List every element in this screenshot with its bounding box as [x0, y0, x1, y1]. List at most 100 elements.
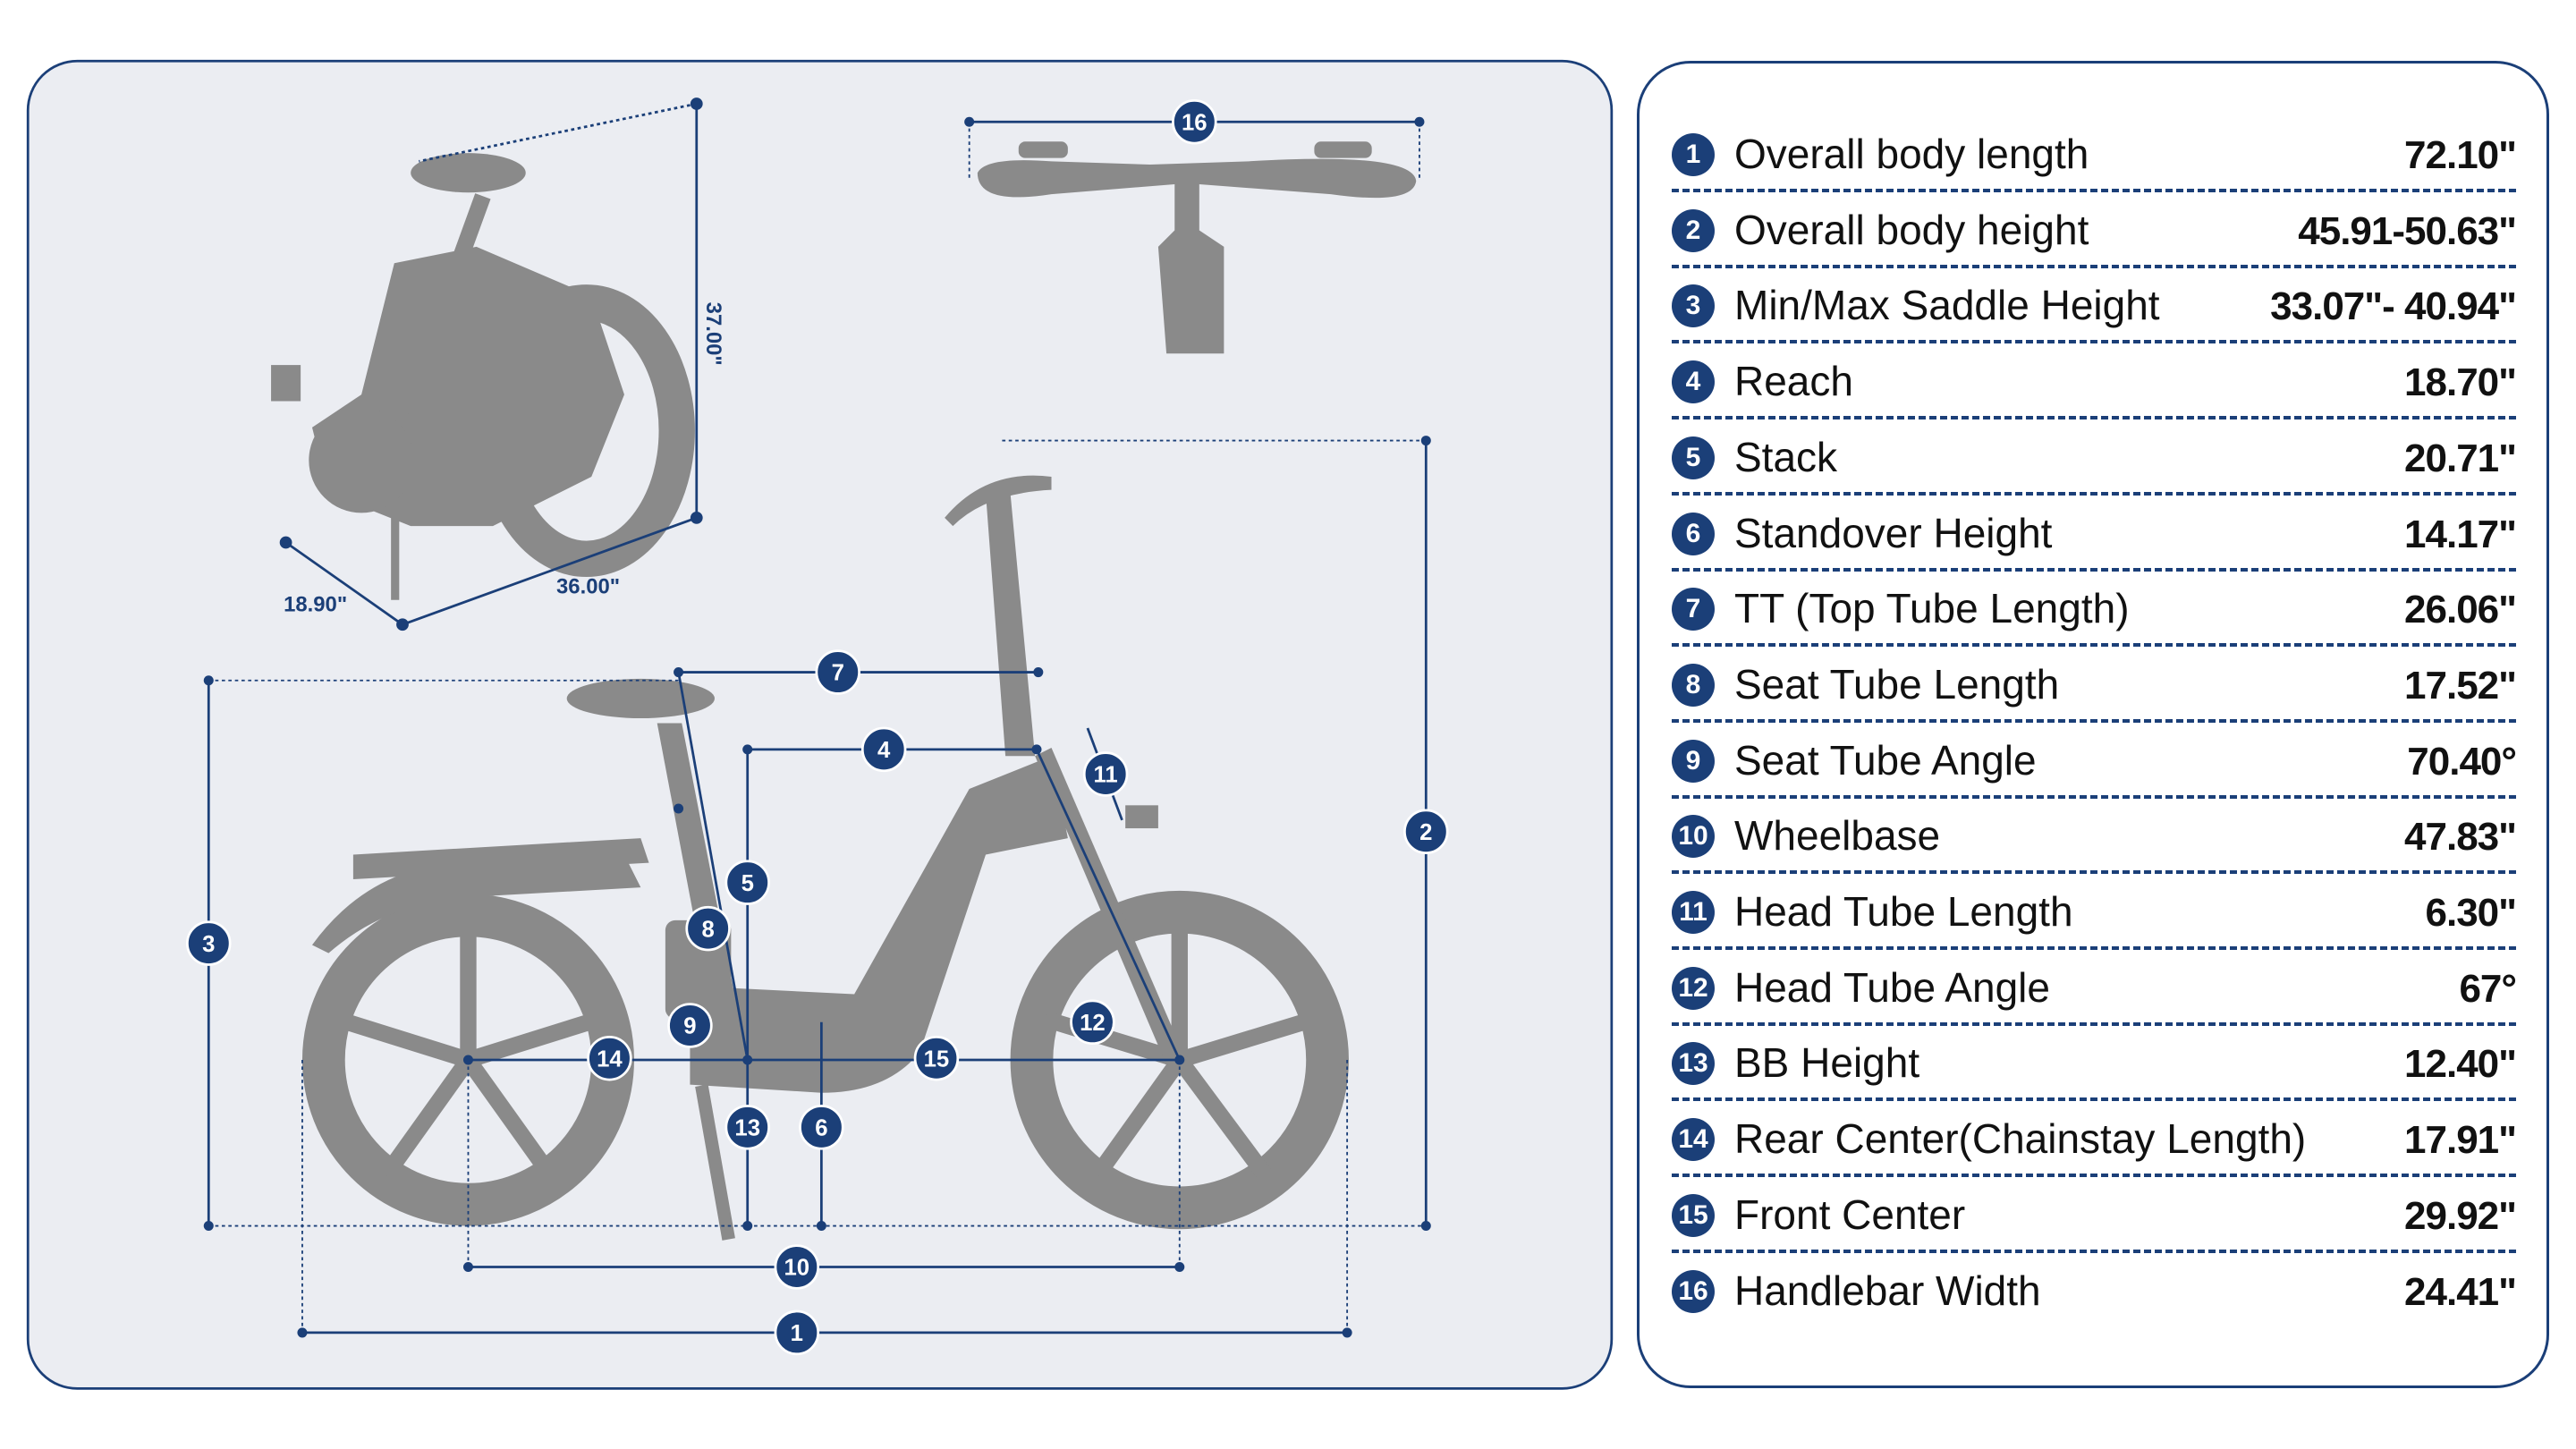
marker-number: 14: [597, 1046, 623, 1072]
marker-circle: [815, 649, 860, 695]
spec-value: 47.83": [2404, 815, 2517, 860]
spec-value: 17.91": [2404, 1118, 2517, 1163]
spec-number-badge: 13: [1672, 1042, 1715, 1086]
dimension-marker-8: 8: [685, 905, 731, 952]
spec-value: 18.70": [2404, 360, 2517, 405]
marker-circle: [774, 1244, 820, 1290]
dimension-marker-9: 9: [667, 1003, 713, 1048]
spec-label: Front Center: [1734, 1191, 1966, 1238]
spec-row: 15 Front Center 29.92": [1672, 1178, 2517, 1253]
spec-row: 3 Min/Max Saddle Height 33.07"- 40.94": [1672, 268, 2517, 344]
marker-circle: [724, 1105, 770, 1150]
spec-number-badge: 10: [1672, 815, 1715, 859]
dimension-marker-16: 16: [1172, 99, 1217, 145]
spec-row: 2 Overall body height 45.91-50.63": [1672, 193, 2517, 268]
marker-circle: [1082, 751, 1129, 797]
spec-value: 20.71": [2404, 436, 2517, 480]
marker-number: 10: [784, 1256, 810, 1281]
spec-label: Wheelbase: [1734, 812, 1941, 860]
marker-number: 5: [741, 871, 754, 896]
folded-height-label: 37.00": [701, 302, 725, 366]
spec-label: Overall body height: [1734, 206, 2089, 253]
spec-value: 6.30": [2425, 891, 2517, 935]
marker-number: 3: [202, 932, 215, 957]
dimension-marker-14: 14: [587, 1035, 632, 1081]
spec-number-badge: 3: [1672, 284, 1715, 328]
marker-circle: [186, 920, 232, 966]
folded-width-label: 18.90": [284, 593, 347, 617]
spec-number-badge: 12: [1672, 966, 1715, 1010]
diagram-panel: [26, 59, 1614, 1390]
spec-number-badge: 9: [1672, 739, 1715, 783]
dimension-marker-3: 3: [186, 920, 232, 966]
marker-circle: [774, 1309, 820, 1356]
spec-number-badge: 8: [1672, 663, 1715, 707]
spec-label: Standover Height: [1734, 509, 2053, 556]
spec-value: 26.06": [2404, 588, 2517, 632]
dimension-marker-10: 10: [774, 1244, 820, 1290]
dimension-marker-4: 4: [860, 726, 907, 773]
spec-number-badge: 2: [1672, 208, 1715, 252]
marker-number: 12: [1080, 1011, 1106, 1036]
spec-value: 70.40°: [2407, 739, 2517, 784]
spec-label: Min/Max Saddle Height: [1734, 282, 2160, 329]
spec-label: Head Tube Angle: [1734, 963, 2050, 1011]
marker-number: 4: [877, 738, 891, 763]
dimension-marker-11: 11: [1082, 751, 1129, 797]
marker-number: 9: [683, 1014, 696, 1039]
spec-number-badge: 1: [1672, 133, 1715, 176]
folded-dimensions: [279, 97, 703, 631]
folded-length-label: 36.00": [556, 574, 620, 598]
spec-label: Head Tube Length: [1734, 888, 2073, 935]
spec-number-badge: 7: [1672, 588, 1715, 631]
spec-value: 45.91-50.63": [2298, 208, 2517, 253]
marker-number: 16: [1182, 110, 1208, 135]
spec-row: 4 Reach 18.70": [1672, 344, 2517, 420]
marker-circle: [724, 860, 770, 905]
spec-number-badge: 16: [1672, 1269, 1715, 1313]
marker-number: 13: [734, 1116, 760, 1141]
spec-label: Seat Tube Length: [1734, 660, 2060, 708]
marker-circle: [1172, 99, 1217, 145]
marker-number: 2: [1419, 820, 1432, 845]
spec-row: 10 Wheelbase 47.83": [1672, 799, 2517, 875]
folded-bike-silhouette: [271, 153, 695, 600]
spec-label: Handlebar Width: [1734, 1267, 2041, 1314]
marker-circle: [587, 1035, 632, 1081]
spec-value: 33.07"- 40.94": [2270, 284, 2517, 329]
marker-circle: [1403, 809, 1449, 854]
marker-number: 11: [1094, 763, 1118, 788]
marker-circle: [685, 905, 731, 952]
spec-label: Reach: [1734, 358, 1853, 405]
spec-number-badge: 15: [1672, 1193, 1715, 1237]
spec-value: 29.92": [2404, 1193, 2517, 1238]
marker-number: 6: [815, 1116, 827, 1141]
spec-row: 11 Head Tube Length 6.30": [1672, 875, 2517, 950]
spec-label: Rear Center(Chainstay Length): [1734, 1115, 2307, 1163]
spec-number-badge: 4: [1672, 360, 1715, 404]
dimension-marker-2: 2: [1403, 809, 1449, 854]
dimension-marker-5: 5: [724, 860, 770, 905]
marker-circle: [860, 726, 907, 773]
spec-value: 14.17": [2404, 512, 2517, 556]
spec-value: 72.10": [2404, 133, 2517, 177]
marker-number: 15: [924, 1046, 950, 1072]
spec-number-badge: 5: [1672, 436, 1715, 479]
spec-label: BB Height: [1734, 1039, 1920, 1087]
spec-number-badge: 11: [1672, 891, 1715, 934]
handlebar-top-view: [977, 141, 1417, 354]
marker-circle: [913, 1035, 960, 1081]
spec-label: TT (Top Tube Length): [1734, 585, 2130, 632]
marker-number: 8: [701, 917, 714, 942]
dimension-endpoints: [203, 116, 1431, 1338]
dimension-marker-13: 13: [724, 1105, 770, 1150]
